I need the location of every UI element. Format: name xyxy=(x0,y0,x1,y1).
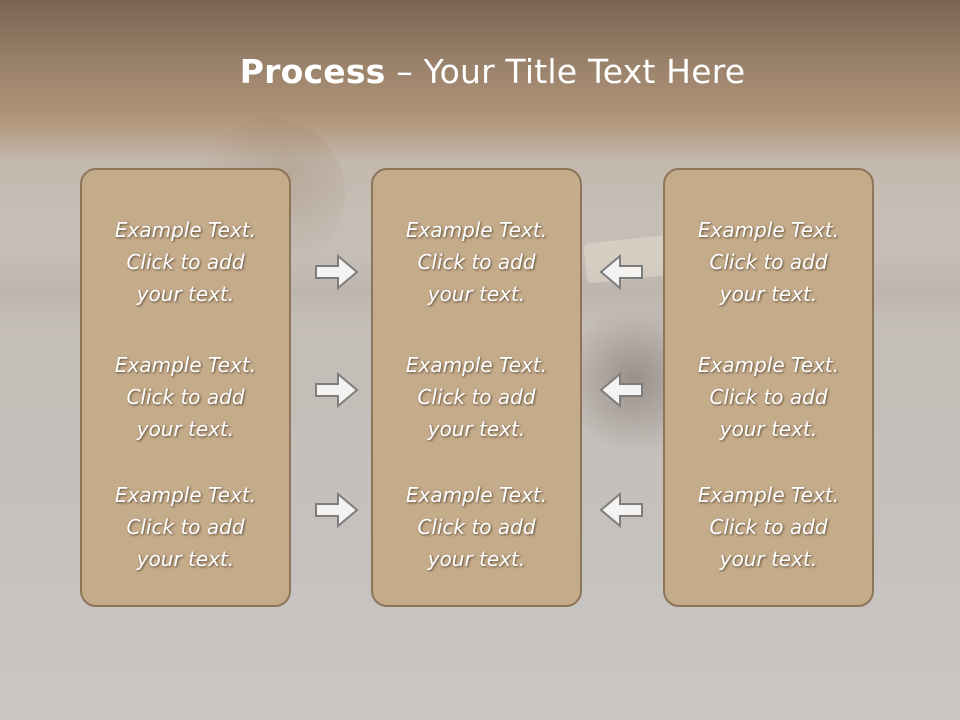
text-placeholder[interactable]: Example Text. Click to add your text. xyxy=(114,218,257,306)
process-box-right[interactable]: Example Text. Click to add your text. Ex… xyxy=(663,168,874,607)
text-placeholder[interactable]: Example Text. Click to add your text. xyxy=(405,483,548,571)
left-arrow-icon xyxy=(599,491,643,529)
process-box-center[interactable]: Example Text. Click to add your text. Ex… xyxy=(371,168,582,607)
right-arrow-icon xyxy=(315,371,359,409)
title-rest: – Your Title Text Here xyxy=(385,52,746,91)
slide-title[interactable]: Process – Your Title Text Here xyxy=(0,52,960,91)
left-arrow-icon xyxy=(599,253,643,291)
process-box-left[interactable]: Example Text. Click to add your text. Ex… xyxy=(80,168,291,607)
right-arrow-icon xyxy=(315,491,359,529)
title-bold: Process xyxy=(239,52,386,91)
text-placeholder[interactable]: Example Text. Click to add your text. xyxy=(697,218,840,306)
text-placeholder[interactable]: Example Text. Click to add your text. xyxy=(697,483,840,571)
text-placeholder[interactable]: Example Text. Click to add your text. xyxy=(114,353,257,441)
text-placeholder[interactable]: Example Text. Click to add your text. xyxy=(405,218,548,306)
right-arrow-icon xyxy=(315,253,359,291)
text-placeholder[interactable]: Example Text. Click to add your text. xyxy=(697,353,840,441)
text-placeholder[interactable]: Example Text. Click to add your text. xyxy=(114,483,257,571)
left-arrow-icon xyxy=(599,371,643,409)
text-placeholder[interactable]: Example Text. Click to add your text. xyxy=(405,353,548,441)
